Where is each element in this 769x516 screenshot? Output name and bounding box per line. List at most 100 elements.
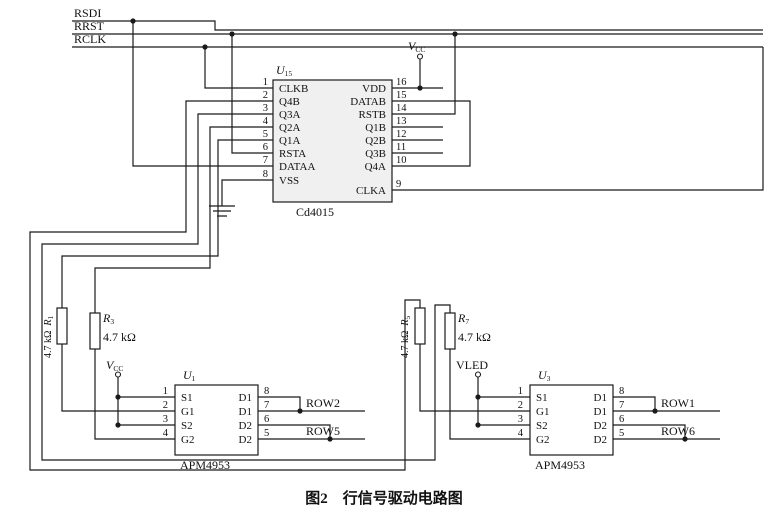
pin-num-12: 12 [396, 129, 407, 140]
u3-num-1: 1 [518, 386, 523, 397]
u3-body [529, 384, 614, 456]
cd4015-body [272, 79, 393, 203]
cd4015-ref-sub: 15 [285, 69, 293, 78]
pin-name-q2b: Q2B [365, 135, 386, 147]
pin-num-16: 16 [396, 77, 407, 88]
u1-pin-numbers: 1 2 3 4 8 7 6 5 [163, 386, 270, 439]
wire-vss-to-ground [221, 179, 273, 206]
figure-caption: 图2 行信号驱动电路图 [305, 489, 463, 507]
pin-num-5: 5 [263, 129, 268, 140]
pin-num-1: 1 [263, 77, 268, 88]
resistor-r7-body [444, 312, 456, 350]
wire-rail-rsdi [72, 20, 763, 31]
u3-num-3: 3 [518, 414, 523, 425]
cd4015-part-label: Cd4015 [296, 205, 334, 219]
u1-ref: U [183, 368, 193, 382]
power-terminals [114, 53, 482, 378]
u1-pin-d1a: D1 [239, 392, 252, 404]
junction-rclk [202, 44, 208, 50]
ground-symbol [209, 205, 235, 217]
u1-pin-g2: G2 [181, 434, 194, 446]
resistor-r7-value: 4.7 kΩ [458, 330, 491, 344]
vcc-u1-terminal [114, 371, 122, 378]
junction-rrst-left [229, 31, 235, 37]
junction-rrst-right [452, 31, 458, 37]
u1-pin-d1b: D1 [239, 406, 252, 418]
wire-rsdi-to-dataa [132, 21, 273, 167]
u1-pin-s1: S1 [181, 392, 193, 404]
junction-u3-s2 [475, 422, 481, 428]
output-label-row2: ROW2 [306, 396, 340, 410]
wire-vled-u3-sources [477, 377, 530, 426]
cd4015-right-pin-names: VDD DATAB RSTB Q1B Q2B Q3B Q4A CLKA [350, 83, 386, 197]
wire-u1-d2-row5 [258, 424, 365, 440]
pin-num-4: 4 [263, 116, 269, 127]
wire-u3-d2-row6 [613, 424, 720, 440]
output-label-row1: ROW1 [661, 396, 695, 410]
r7-sub: 7 [465, 317, 469, 326]
vcc-top-label: VCC [408, 39, 425, 54]
pin-name-q4a: Q4A [365, 161, 386, 173]
u3-pin-d1a: D1 [594, 392, 607, 404]
junction-u3-d2 [682, 436, 688, 442]
wire-rclk-to-clkb [204, 47, 273, 89]
pin-name-q3b: Q3B [365, 148, 386, 160]
pin-num-8: 8 [263, 169, 268, 180]
junction-u1-d1 [297, 408, 303, 414]
u1-num-8: 8 [264, 386, 269, 397]
u3-pin-s2: S2 [536, 420, 548, 432]
pin-name-vss: VSS [279, 175, 299, 187]
pin-name-q1a: Q1A [279, 135, 300, 147]
u3-num-7: 7 [619, 400, 624, 411]
pin-name-q4b: Q4B [279, 96, 300, 108]
u3-num-6: 6 [619, 414, 624, 425]
cd4015-ref: U [276, 63, 286, 77]
u3-ref-sub: 3 [547, 374, 551, 383]
u1-pin-s2: S2 [181, 420, 193, 432]
pin-num-13: 13 [396, 116, 407, 127]
vcc-u1-v: V [106, 358, 115, 372]
u1-num-3: 3 [163, 414, 168, 425]
u1-num-1: 1 [163, 386, 168, 397]
u1-num-2: 2 [163, 400, 168, 411]
wire-u1-d1-row2 [258, 396, 365, 412]
r5-sub: 5 [403, 315, 412, 319]
vcc-top-v: V [408, 39, 417, 53]
cd4015-right-pin-numbers: 16 15 14 13 12 11 10 9 [396, 77, 407, 190]
resistor-r1-body [56, 307, 68, 345]
u3-pin-numbers: 1 2 3 4 8 7 6 5 [518, 386, 625, 439]
vled-label: VLED [456, 358, 488, 372]
wire-rrst-to-rstb [392, 34, 456, 115]
u1-num-7: 7 [264, 400, 269, 411]
pin-name-clkb: CLKB [279, 83, 308, 95]
u1-pin-names: S1 G1 S2 G2 D1 D1 D2 D2 [181, 392, 252, 446]
vcc-u1-label: VCC [106, 358, 123, 373]
u1-part-label: APM4953 [180, 458, 230, 472]
junction-u3-d1 [652, 408, 658, 414]
junction-u3-s1 [475, 394, 481, 400]
resistor-r3-value: 4.7 kΩ [103, 330, 136, 344]
r1-sub: 1 [46, 315, 55, 319]
wire-vcc-u1-sources [117, 377, 175, 426]
rail-label-rclk: RCLK [74, 32, 106, 46]
wire-q2a-r3-gate2 [94, 126, 273, 440]
junction-rsdi [130, 18, 136, 24]
u3-num-2: 2 [518, 400, 523, 411]
u1-body [174, 384, 259, 456]
vled-terminal [474, 371, 482, 378]
wire-datab-q4a-cascade [392, 100, 471, 167]
u3-pin-names: S1 G1 S2 G2 D1 D1 D2 D2 [536, 392, 607, 446]
pin-name-q3a: Q3A [279, 109, 300, 121]
u1-ref-sub: 1 [192, 374, 196, 383]
junction-vdd-vcc [417, 85, 423, 91]
r1-value: 4.7 kΩ [43, 331, 54, 358]
u3-pin-s1: S1 [536, 392, 548, 404]
output-label-row6: ROW6 [661, 424, 695, 438]
u1-num-4: 4 [163, 428, 169, 439]
u3-pin-d2b: D2 [594, 434, 607, 446]
cd4015-left-pin-names: CLKB Q4B Q3A Q2A Q1A RSTA DATAA VSS [279, 83, 315, 187]
pin-name-datab: DATAB [350, 96, 386, 108]
u1-pin-d2b: D2 [239, 434, 252, 446]
cd4015-refdes: U15 [276, 63, 292, 78]
